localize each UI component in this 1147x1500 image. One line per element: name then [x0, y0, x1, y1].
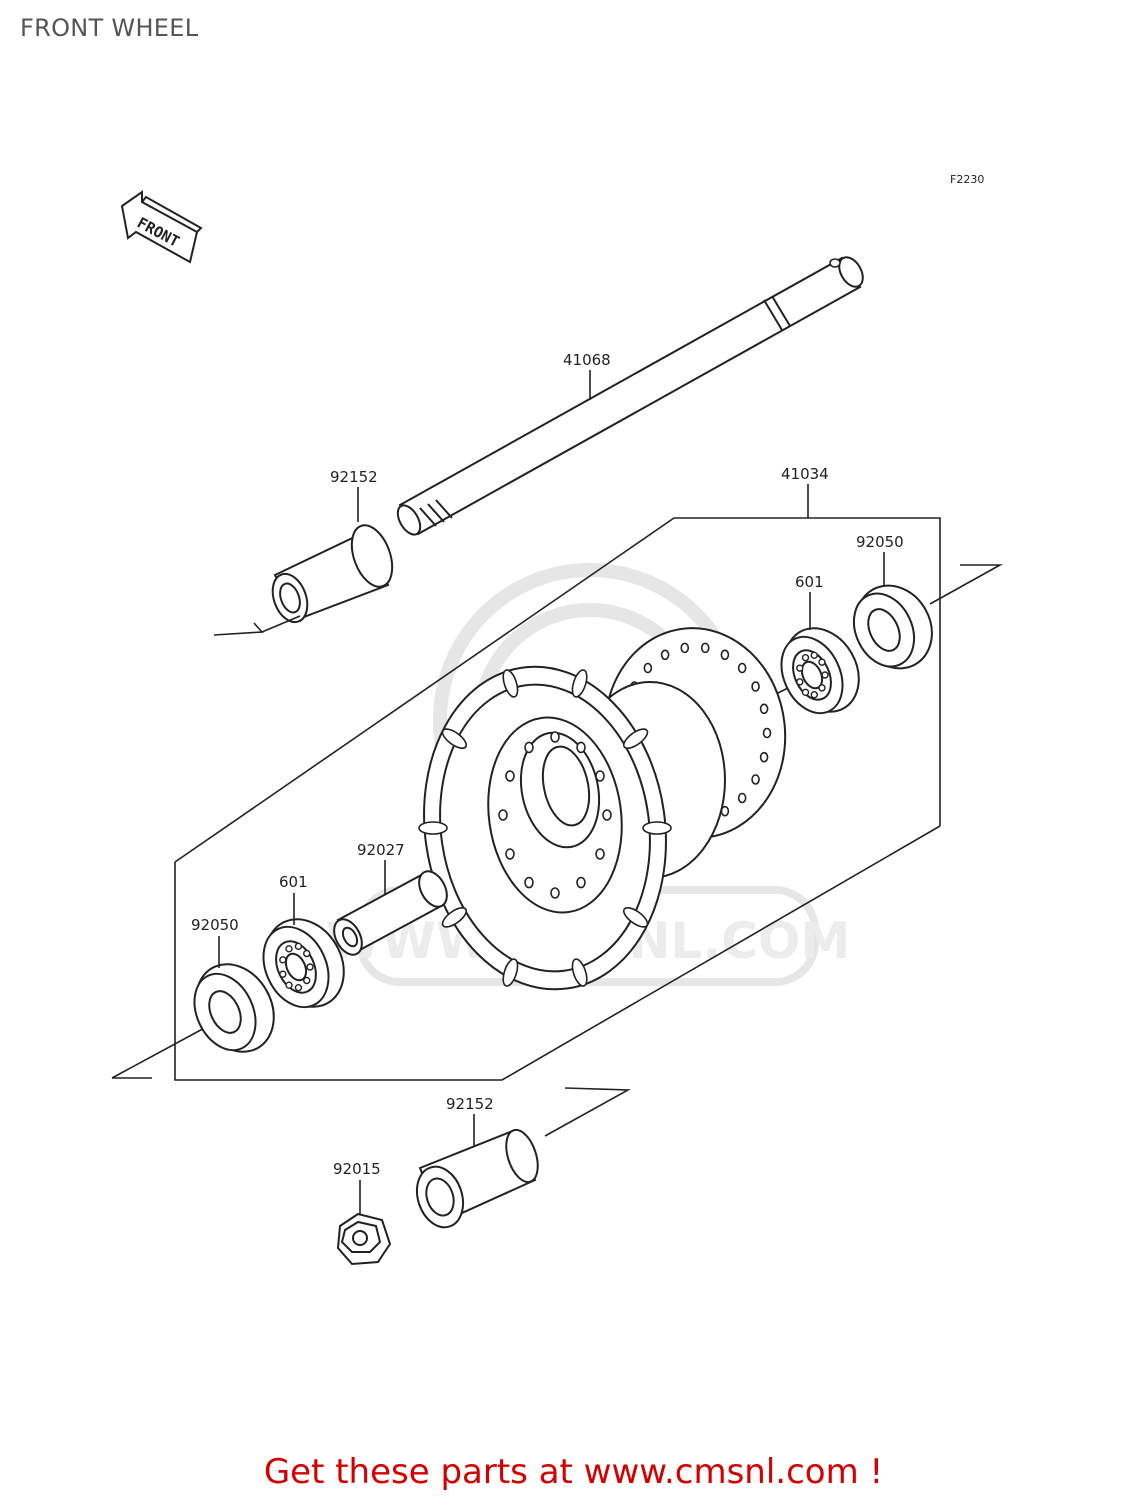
seal-left-part: [193, 963, 275, 1053]
bearing-ball: [821, 671, 829, 679]
rim-slot: [502, 958, 519, 987]
bearing-ball: [306, 963, 314, 971]
label-wheel: 41034: [781, 465, 829, 483]
wheel-hub-part: [418, 665, 726, 991]
parts-diagram: WWW.CMSNL.COM F2230 FRONT: [111, 173, 1004, 1266]
label-bearing-right: 601: [795, 573, 824, 591]
rim-slot: [571, 958, 588, 987]
rim-slot: [622, 728, 649, 750]
bearing-right-part: [780, 627, 860, 715]
rim-slot: [642, 821, 672, 835]
hub-bolt-hole: [550, 731, 560, 743]
hub-bolt-hole: [505, 770, 515, 782]
disc-hole: [700, 642, 710, 654]
bearing-ball: [285, 981, 293, 989]
rim-slot: [441, 728, 468, 750]
disc-hole: [660, 649, 670, 661]
bearing-ball: [801, 653, 810, 662]
bearing-ball: [294, 942, 303, 951]
disc-hole: [751, 774, 760, 785]
label-seal-left: 92050: [191, 916, 239, 934]
hub-bolt-hole: [595, 848, 605, 860]
disc-hole: [720, 649, 730, 661]
label-nut: 92015: [333, 1160, 381, 1178]
axle-part: [396, 256, 864, 536]
label-bearing-left: 601: [279, 873, 308, 891]
rim-slot: [441, 906, 468, 928]
rim-slot: [502, 669, 519, 698]
spacer-part: [333, 870, 448, 956]
rim-slot: [418, 821, 448, 835]
page-title: FRONT WHEEL: [20, 14, 199, 42]
collar-top-part: [271, 524, 394, 624]
label-seal-right: 92050: [856, 533, 904, 551]
rim-slot: [571, 669, 588, 698]
disc-hole: [680, 642, 690, 654]
rim-slot: [622, 906, 649, 928]
hub-bolt-hole: [524, 741, 534, 754]
disc-hole: [643, 662, 653, 674]
hub-bolt-hole: [576, 876, 586, 889]
label-axle: 41068: [563, 351, 611, 369]
disc-hole: [759, 703, 769, 715]
label-collar-top: 92152: [330, 468, 378, 486]
bearing-ball: [285, 945, 293, 953]
bearing-ball: [303, 976, 311, 985]
bearing-ball: [303, 949, 311, 958]
footer-link[interactable]: Get these parts at www.cmsnl.com !: [263, 1452, 884, 1492]
bearing-left-part: [262, 918, 345, 1009]
assembly-frame: [174, 517, 941, 1081]
hub-bolt-hole: [498, 809, 508, 821]
label-collar-bottom: 92152: [446, 1095, 494, 1113]
hub-bolt-hole: [524, 876, 534, 889]
bearing-ball: [801, 688, 810, 697]
disc-hole: [737, 662, 747, 674]
bearing-ball: [818, 684, 826, 692]
leader-lines: [218, 370, 885, 1214]
disc-hole: [737, 792, 747, 804]
front-arrow-icon: FRONT: [120, 190, 203, 264]
bearing-ball: [796, 664, 804, 672]
bearing-ball: [279, 956, 287, 964]
hub-bolt-hole: [576, 741, 586, 754]
bearing-ball: [810, 690, 818, 699]
diagram-code: F2230: [950, 173, 984, 186]
hub-bolt-hole: [602, 809, 612, 821]
hub-bolt-hole: [505, 848, 515, 860]
bearing-ball: [294, 983, 303, 992]
nut-part: [336, 1212, 392, 1266]
disc-hole: [759, 751, 769, 763]
bearing-ball: [818, 658, 826, 666]
hub-bolt-hole: [595, 770, 605, 782]
seal-right-part: [852, 584, 933, 670]
label-spacer: 92027: [357, 841, 405, 859]
disc-hole: [751, 681, 760, 692]
bearing-ball: [279, 970, 287, 978]
disc-hole: [762, 727, 772, 739]
bearing-ball: [796, 678, 804, 686]
collar-bottom-part: [415, 1128, 539, 1229]
hub-bolt-hole: [550, 887, 560, 899]
bearing-ball: [810, 651, 818, 660]
